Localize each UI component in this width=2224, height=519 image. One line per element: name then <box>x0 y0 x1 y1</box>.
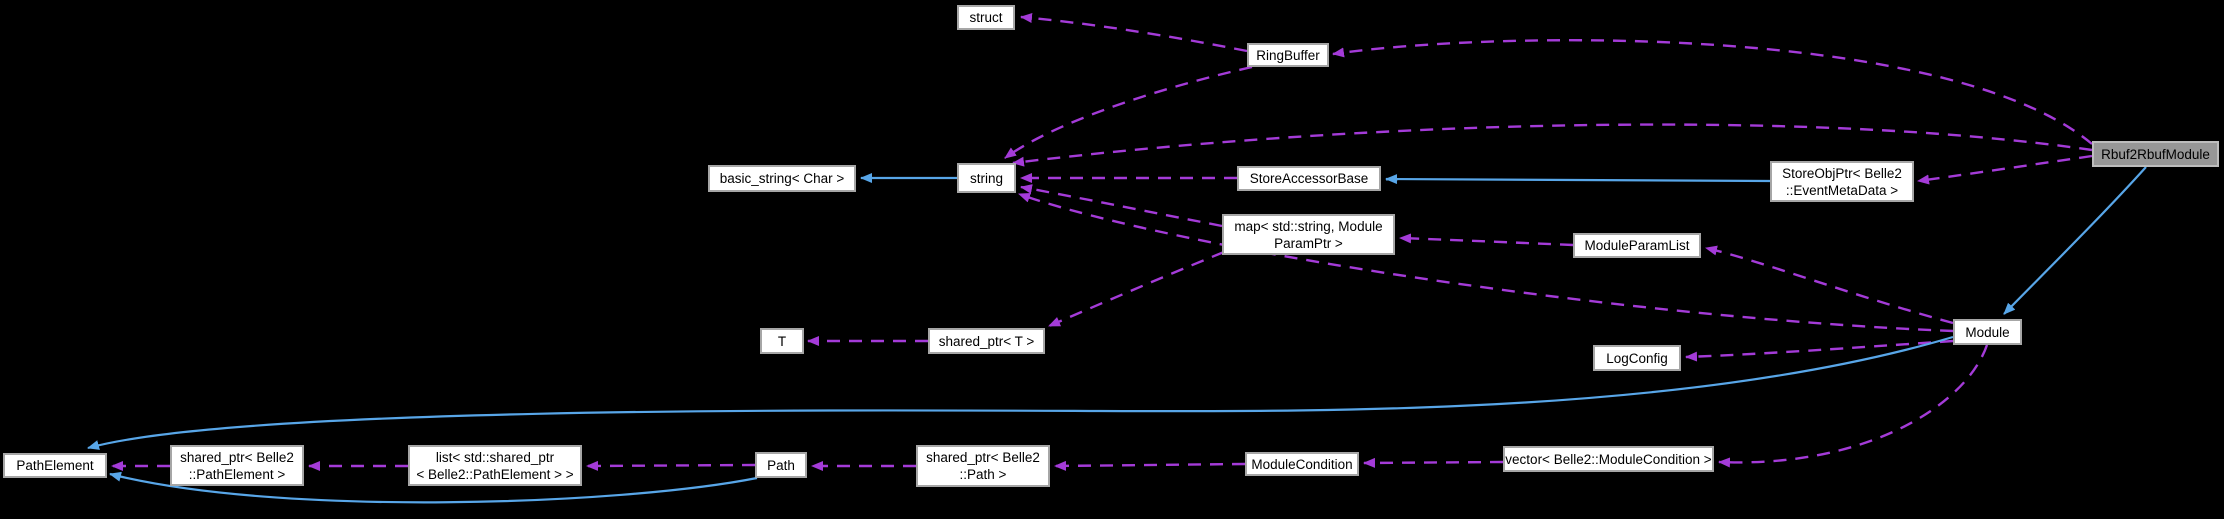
edge-usage-ModuleCondition-to-shared_ptr_Path <box>1054 460 1246 471</box>
node-StoreAccessorBase[interactable]: StoreAccessorBase <box>1237 166 1381 191</box>
node-label: shared_ptr< T > <box>938 333 1035 349</box>
node-label: basic_string< Char > <box>719 171 845 186</box>
edge-usage-Module-to-string <box>1018 192 1954 333</box>
edge-inheritance-Rbuf2RbufModule-to-Module <box>2003 166 2147 315</box>
node-label: T <box>777 333 787 349</box>
node-ModuleCondition[interactable]: ModuleCondition <box>1245 452 1359 476</box>
edge-usage-Rbuf2RbufModule-to-string <box>1012 123 2093 167</box>
node-Path[interactable]: Path <box>755 452 807 478</box>
node-vector_MC[interactable]: vector< Belle2::ModuleCondition > <box>1503 446 1714 472</box>
node-shared_ptr_Path[interactable]: shared_ptr< Belle2::Path > <box>916 445 1050 487</box>
edge-usage-RingBuffer-to-struct <box>1020 13 1248 53</box>
node-StoreObjPtr[interactable]: StoreObjPtr< Belle2::EventMetaData > <box>1770 161 1914 202</box>
node-label: shared_ptr< Belle2 <box>926 450 1040 465</box>
node-label: PathElement <box>16 458 94 473</box>
node-label: string <box>969 170 1003 186</box>
node-ModuleParamList[interactable]: ModuleParamList <box>1573 233 1701 258</box>
node-string[interactable]: string <box>957 163 1016 193</box>
node-Module[interactable]: Module <box>1953 319 2022 345</box>
node-PathElement[interactable]: PathElement <box>3 453 107 478</box>
node-label: < Belle2::PathElement > > <box>416 466 574 482</box>
edge-usage-Rbuf2RbufModule-to-StoreObjPtr <box>1917 154 2093 185</box>
node-label: ::Path > <box>959 467 1007 482</box>
node-label: RingBuffer <box>1256 47 1320 63</box>
edge-usage-Module-to-vector_MC <box>1718 344 1989 468</box>
node-label: list< std::shared_ptr <box>435 449 555 465</box>
edge-usage-Path-to-list_PE <box>586 460 756 471</box>
edge-usage-map-to-shared_ptr_T <box>1048 250 1225 328</box>
node-T[interactable]: T <box>760 328 804 354</box>
node-label: Rbuf2RbufModule <box>2101 146 2210 162</box>
node-Rbuf2RbufModule[interactable]: Rbuf2RbufModule <box>2092 141 2219 167</box>
node-RingBuffer[interactable]: RingBuffer <box>1247 43 1329 67</box>
node-LogConfig[interactable]: LogConfig <box>1593 345 1681 371</box>
node-label: vector< Belle2::ModuleCondition > <box>1505 451 1712 467</box>
node-label: StoreAccessorBase <box>1249 171 1369 186</box>
edge-usage-Module-to-LogConfig <box>1685 339 1954 362</box>
edge-inheritance-Module-to-PathElement <box>87 335 1954 450</box>
node-label: map< std::string, Module <box>1234 218 1383 234</box>
node-list_PE[interactable]: list< std::shared_ptr< Belle2::PathEleme… <box>408 445 582 486</box>
node-label: ModuleParamList <box>1584 238 1690 253</box>
node-label: ModuleCondition <box>1251 456 1353 472</box>
node-basic_string[interactable]: basic_string< Char > <box>708 165 856 192</box>
edge-usage-map-to-string <box>1020 184 1223 228</box>
edge-usage-Rbuf2RbufModule-to-RingBuffer <box>1332 39 2093 145</box>
node-label: struct <box>969 10 1003 25</box>
node-label: Module <box>1965 324 2010 340</box>
node-label: shared_ptr< Belle2 <box>180 449 294 465</box>
node-shared_ptr_T[interactable]: shared_ptr< T > <box>928 328 1045 354</box>
node-label: StoreObjPtr< Belle2 <box>1782 165 1902 181</box>
edge-inheritance-Path-to-PathElement <box>109 471 758 504</box>
node-label: ::EventMetaData > <box>1785 182 1899 198</box>
node-label: LogConfig <box>1606 350 1668 366</box>
edge-usage-vector_MC-to-ModuleCondition <box>1363 457 1504 468</box>
node-label: Path <box>767 457 795 473</box>
node-label: ParamPtr > <box>1274 235 1343 251</box>
edge-usage-ModuleParamList-to-map <box>1399 233 1574 247</box>
node-shared_ptr_PE[interactable]: shared_ptr< Belle2::PathElement > <box>170 445 304 486</box>
node-label: ::PathElement > <box>188 466 286 482</box>
edge-inheritance-StoreObjPtr-to-StoreAccessorBase <box>1385 174 1771 185</box>
node-struct[interactable]: struct <box>957 5 1015 30</box>
